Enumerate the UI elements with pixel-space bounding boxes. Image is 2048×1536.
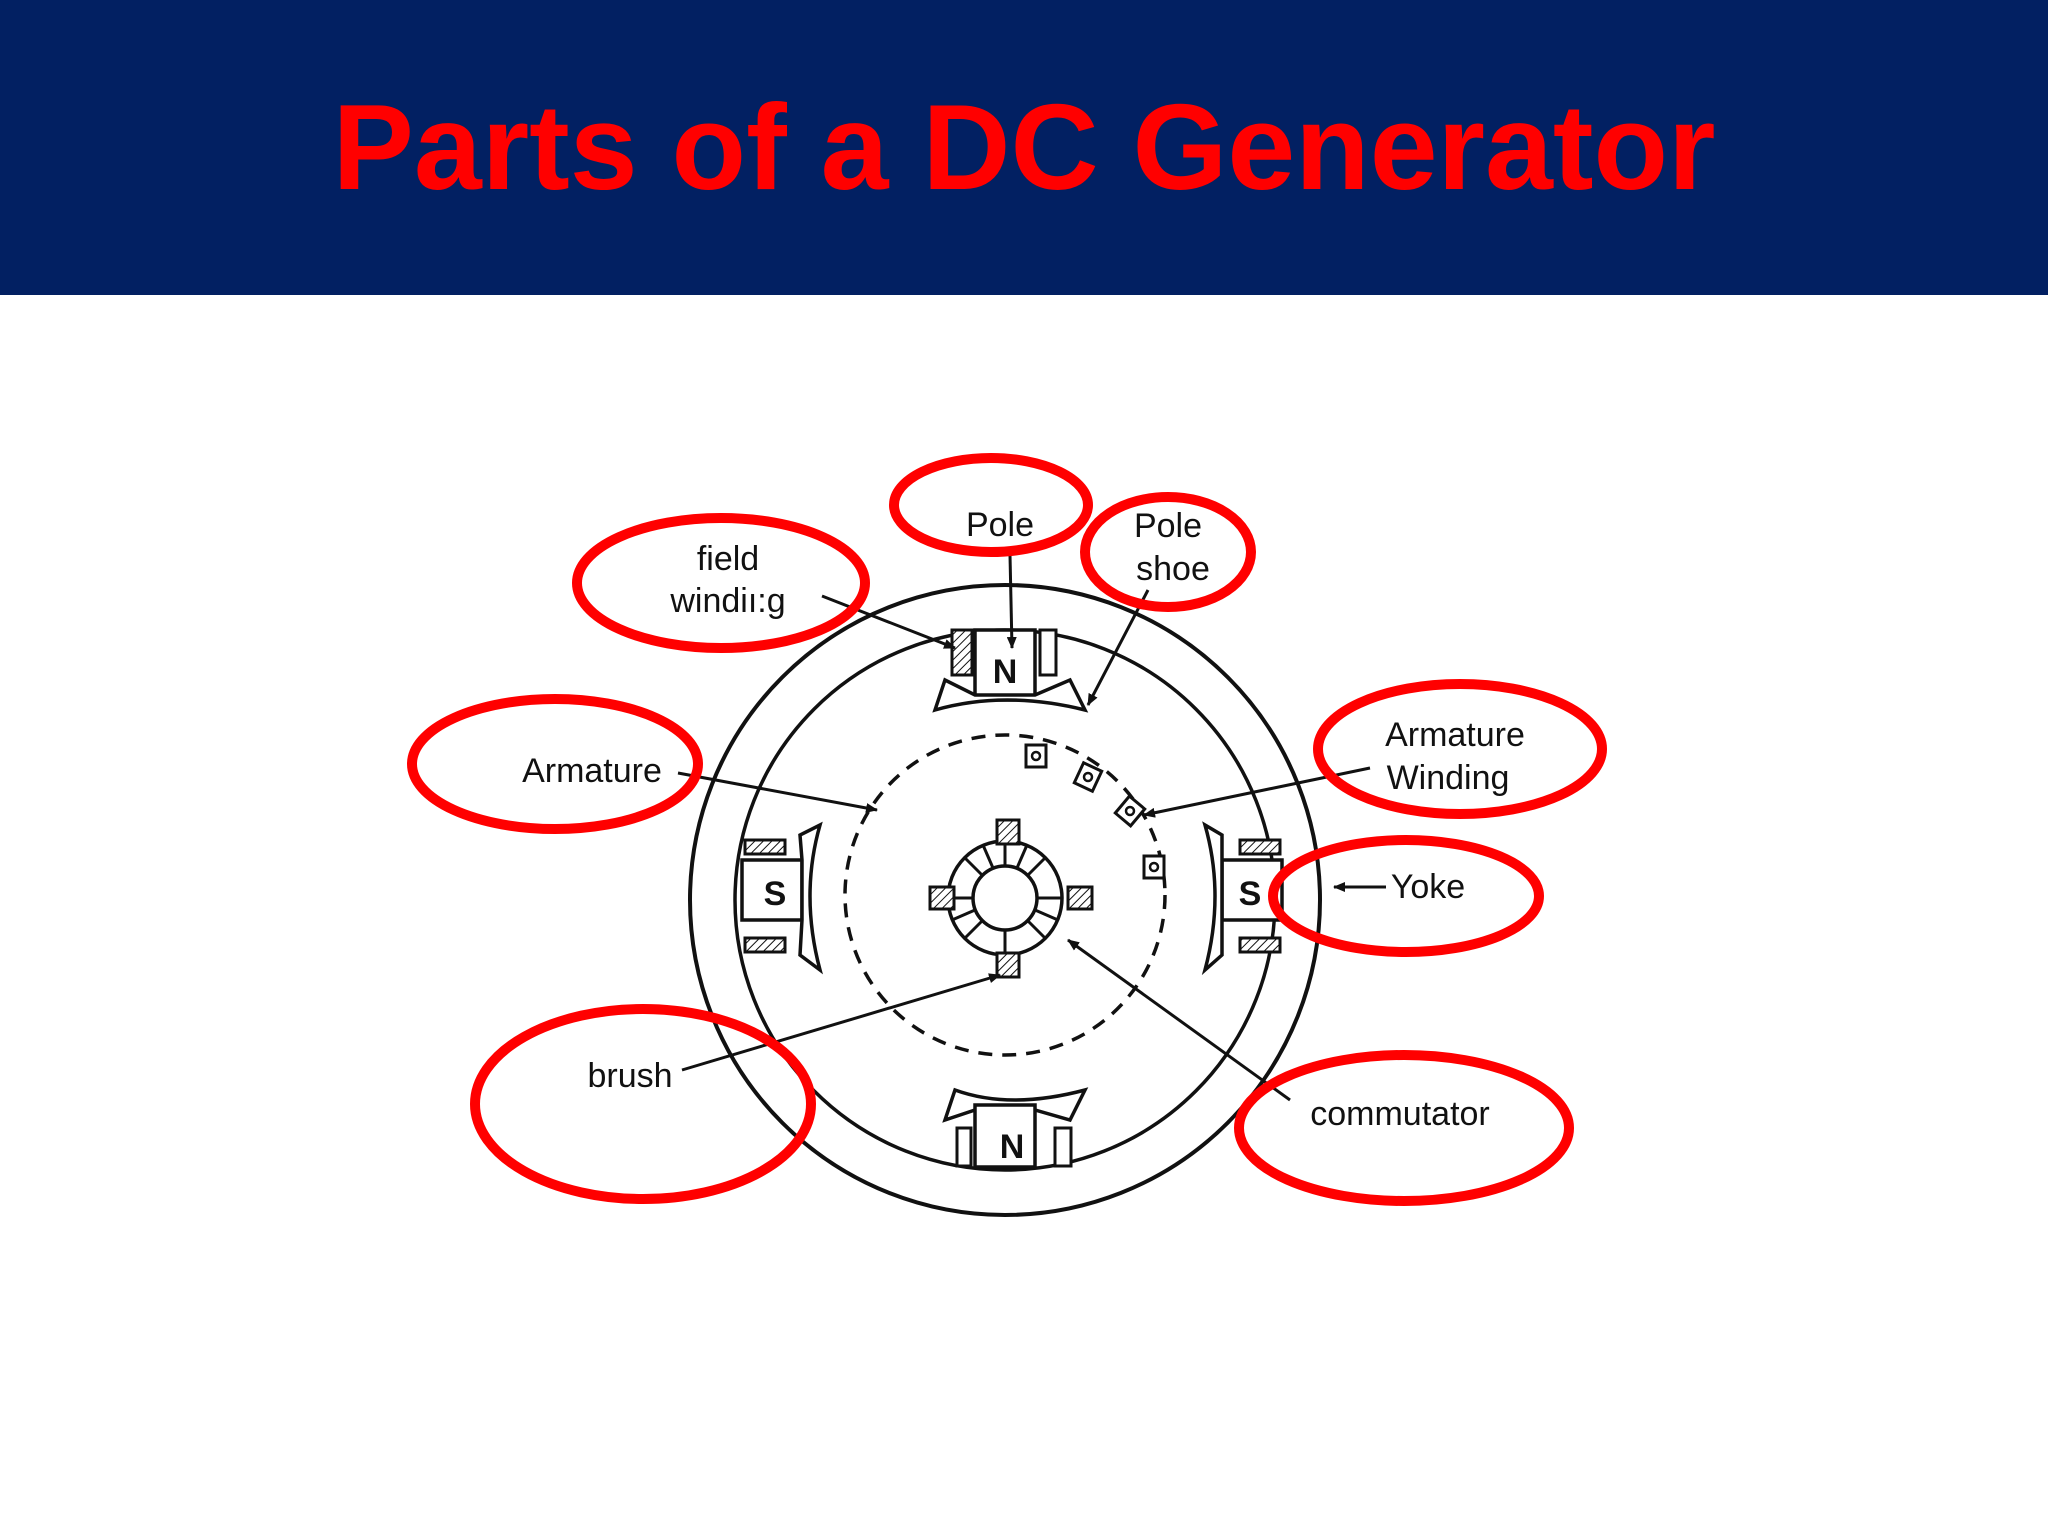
field-coil-bottom-left [955, 1126, 973, 1168]
highlight-armature [407, 694, 703, 834]
pole-north-top: N [932, 628, 1089, 713]
highlight-armature-winding [1313, 679, 1607, 819]
pole-south-right: S [1201, 821, 1284, 976]
arrow-brush [681, 973, 1001, 1072]
pole-letter-left: S [764, 875, 787, 913]
pole-south-left: S [740, 821, 823, 975]
label-field-winding-line1: field [697, 540, 759, 578]
pole-letter-bottom: N [1000, 1128, 1025, 1166]
label-armature: Armature [522, 752, 662, 790]
slide-title: Parts of a DC Generator [332, 79, 1716, 215]
label-commutator: commutator [1310, 1095, 1490, 1133]
label-pole-shoe-line2: shoe [1136, 550, 1210, 588]
field-coil-right-bottom [1238, 936, 1282, 954]
field-coil-right-top [1238, 838, 1282, 856]
commutator [928, 818, 1094, 979]
arrow-armature [677, 771, 878, 813]
label-armature-winding-line2: Winding [1387, 759, 1510, 797]
highlight-commutator [1234, 1050, 1574, 1206]
yoke-outer-circle [688, 583, 1322, 1217]
header-band [0, 0, 2048, 295]
arrow-field-winding [821, 594, 956, 650]
field-coil-left-bottom [743, 936, 787, 954]
pole-north-bottom: N [942, 1087, 1089, 1169]
field-coil-top-left [950, 628, 974, 677]
label-brush: brush [587, 1057, 672, 1095]
label-pole-shoe-line1: Pole [1134, 507, 1202, 545]
field-coil-bottom-right [1053, 1126, 1073, 1168]
brush-bottom [995, 951, 1021, 979]
highlight-field-winding [572, 513, 870, 653]
brush-right [1066, 885, 1094, 911]
label-pole: Pole [966, 506, 1034, 544]
arrow-pole-shoe [1086, 589, 1150, 706]
arrow-commutator [1067, 938, 1291, 1102]
label-field-winding-line2: windiı:g [669, 582, 785, 620]
highlight-brush [470, 1004, 816, 1204]
highlight-yoke [1268, 835, 1544, 957]
highlight-pole-shoe [1080, 492, 1256, 612]
armature-conductors [1024, 743, 1166, 880]
pole-letter-top: N [993, 653, 1018, 691]
armature-circle [843, 733, 1167, 1057]
pole-letter-right: S [1239, 875, 1262, 913]
arrow-pole [1006, 554, 1017, 649]
brush-left [928, 885, 956, 911]
label-yoke: Yoke [1391, 868, 1465, 906]
brush-top [995, 818, 1021, 846]
label-armature-winding-line1: Armature [1385, 716, 1525, 754]
highlight-pole [889, 453, 1093, 557]
field-coil-top-right [1038, 628, 1058, 677]
field-coil-left-top [743, 838, 787, 856]
